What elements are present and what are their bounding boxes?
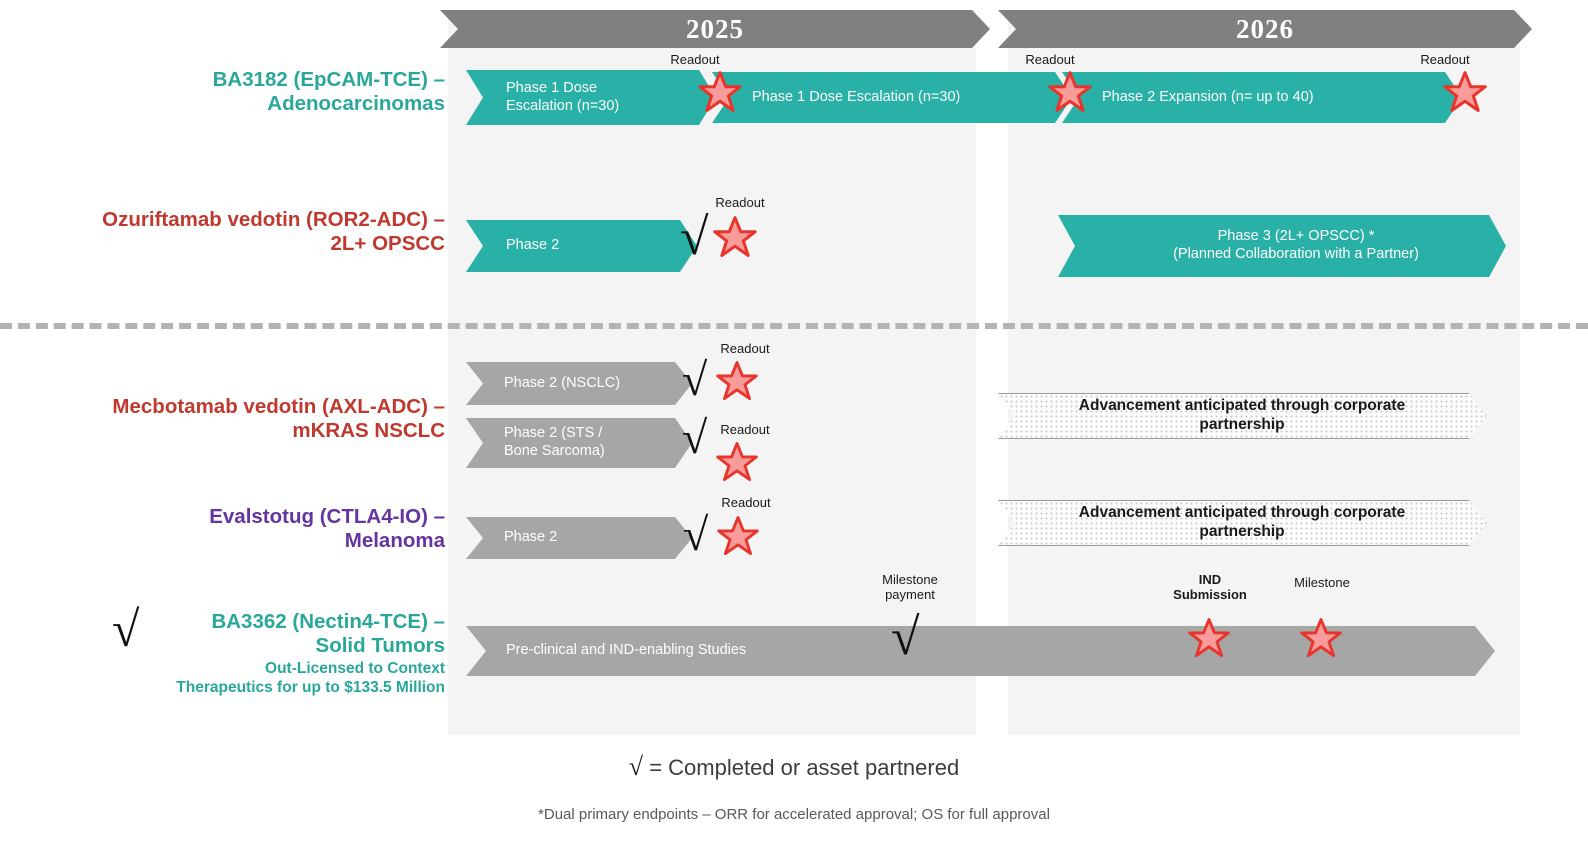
star-icon	[713, 216, 757, 257]
star-mecbotamab-readout-1[interactable]	[716, 360, 758, 402]
bar-text-line2: Escalation (n=30)	[506, 97, 620, 114]
year-label-2025: 2025	[686, 13, 744, 44]
bar-evalstotug-phase2[interactable]: Phase 2	[466, 517, 692, 559]
asset-label-ba3182: BA3182 (EpCAM-TCE) – Adenocarcinomas	[60, 68, 445, 116]
asset-label-ba3362-line1: BA3362 (Nectin4-TCE) –	[211, 610, 445, 633]
footnote: *Dual primary endpoints – ORR for accele…	[538, 806, 1050, 823]
bar-evalstotug-partnership-text: Advancement anticipated through corporat…	[1079, 504, 1405, 542]
star-ba3182-readout-1[interactable]	[698, 70, 742, 114]
asset-label-evalstotug-line2: Melanoma	[344, 529, 445, 553]
bar-evalstotug-phase2-text: Phase 2	[504, 529, 558, 546]
bar-ba3182-phase1a-text: Phase 1 Dose Escalation (n=30)	[466, 80, 619, 115]
caption-evalstotug-readout: Readout	[721, 495, 771, 510]
caption-line2: Submission	[1173, 586, 1247, 602]
asset-label-ba3362-sub2: Therapeutics for up to $133.5 Million	[176, 678, 445, 696]
bar-ba3182-phase1a[interactable]: Phase 1 Dose Escalation (n=30)	[466, 70, 716, 125]
bar-text-line2: partnership	[1199, 416, 1285, 433]
star-ba3362-milestone[interactable]	[1300, 617, 1342, 659]
bar-evalstotug-partnership[interactable]: Advancement anticipated through corporat…	[998, 500, 1486, 546]
bar-text-line1: Phase 2 (STS /	[504, 425, 603, 442]
bar-text-line1: Phase 1 Dose	[506, 79, 598, 96]
asset-label-ba3362: BA3362 (Nectin4-TCE) – Solid Tumors Out-…	[10, 610, 445, 697]
bar-text-line1: Phase 3 (2L+ OPSCC) *	[1217, 228, 1375, 245]
caption-line1: Milestone	[882, 572, 938, 587]
caption-ba3182-readout-3: Readout	[1420, 52, 1470, 67]
asset-label-mecbotamab-line2: mKRAS NSCLC	[292, 419, 445, 443]
bar-ba3182-phase2[interactable]: Phase 2 Expansion (n= up to 40)	[1062, 72, 1462, 123]
star-icon	[716, 361, 758, 401]
caption-ba3182-readout-2: Readout	[1025, 52, 1075, 67]
caption-ba3182-readout-1: Readout	[670, 52, 720, 67]
star-ba3362-ind-submission[interactable]	[1188, 617, 1230, 659]
star-icon	[717, 516, 759, 556]
caption-line1: IND	[1198, 572, 1222, 587]
asset-label-ba3182-line2: Adenocarcinomas	[267, 92, 445, 116]
bar-mecbotamab-sts[interactable]: Phase 2 (STS / Bone Sarcoma)	[466, 418, 692, 468]
bar-text-line2: Bone Sarcoma)	[504, 443, 605, 459]
checkmark-ba3362-milestone-payment: √	[891, 609, 920, 666]
checkmark-mecbotamab-sts: √	[682, 412, 708, 463]
column-panel-2026	[1008, 10, 1520, 735]
asset-label-evalstotug: Evalstotug (CTLA4-IO) – Melanoma	[10, 505, 445, 553]
bar-text-line2: (Planned Collaboration with a Partner)	[1173, 246, 1419, 262]
star-icon	[1443, 71, 1487, 112]
asset-label-ozuriftamab-line1: Ozuriftamab vedotin (ROR2-ADC) –	[102, 208, 445, 231]
checkmark-evalstotug: √	[683, 509, 709, 560]
asset-label-ba3362-line2: Solid Tumors	[315, 634, 445, 658]
bar-mecbotamab-sts-text: Phase 2 (STS / Bone Sarcoma)	[466, 425, 605, 460]
bar-ba3362-preclinical-text: Pre-clinical and IND-enabling Studies	[506, 642, 747, 659]
caption-mecbotamab-readout-1: Readout	[720, 341, 770, 356]
legend: √ = Completed or asset partnered	[0, 752, 1588, 782]
star-evalstotug-readout[interactable]	[717, 515, 759, 557]
star-ba3182-readout-2[interactable]	[1048, 70, 1092, 114]
asset-label-ozuriftamab: Ozuriftamab vedotin (ROR2-ADC) – 2L+ OPS…	[10, 208, 445, 256]
bar-mecbotamab-partnership[interactable]: Advancement anticipated through corporat…	[998, 393, 1486, 439]
star-icon	[1300, 618, 1342, 658]
star-ba3182-readout-3[interactable]	[1443, 70, 1487, 114]
bar-mecbotamab-partnership-text: Advancement anticipated through corporat…	[1079, 397, 1405, 435]
caption-line2: payment	[885, 586, 935, 602]
asset-label-ozuriftamab-line2: 2L+ OPSCC	[330, 232, 446, 256]
star-icon	[1048, 71, 1092, 112]
star-ozuriftamab-readout[interactable]	[713, 215, 757, 259]
section-divider	[0, 323, 1588, 329]
caption-mecbotamab-readout-2: Readout	[720, 422, 770, 437]
star-icon	[1188, 618, 1230, 658]
bar-mecbotamab-nsclc[interactable]: Phase 2 (NSCLC)	[466, 362, 692, 405]
asset-label-ba3362-sub1: Out-Licensed to Context	[265, 660, 445, 678]
checkmark-ba3362-partnered: √	[112, 601, 140, 657]
caption-ozuriftamab-readout: Readout	[715, 195, 765, 210]
star-icon	[698, 71, 742, 112]
asset-label-mecbotamab-line1: Mecbotamab vedotin (AXL-ADC) –	[112, 395, 445, 418]
caption-ba3362-ind-submission: IND Submission	[1155, 572, 1265, 603]
bar-ozuriftamab-phase2-text: Phase 2	[506, 237, 560, 254]
year-label-2026: 2026	[1236, 13, 1294, 44]
bar-ba3182-phase1b-text: Phase 1 Dose Escalation (n=30)	[752, 88, 961, 105]
bar-text-line1: Advancement anticipated through corporat…	[1078, 504, 1406, 522]
legend-text: = Completed or asset partnered	[649, 755, 960, 780]
bar-ba3182-phase1b[interactable]: Phase 1 Dose Escalation (n=30)	[712, 72, 1072, 123]
asset-label-mecbotamab: Mecbotamab vedotin (AXL-ADC) – mKRAS NSC…	[10, 395, 445, 443]
bar-text-line1: Advancement anticipated through corporat…	[1078, 397, 1406, 415]
checkmark-mecbotamab-nsclc: √	[682, 354, 708, 405]
legend-tick-icon: √	[628, 752, 644, 781]
asset-label-evalstotug-line1: Evalstotug (CTLA4-IO) –	[209, 505, 445, 528]
star-icon	[716, 442, 758, 482]
year-header-2026: 2026	[998, 10, 1532, 48]
caption-ba3362-milestone-payment: Milestone payment	[860, 572, 960, 603]
caption-ba3362-milestone: Milestone	[1294, 575, 1350, 590]
bar-mecbotamab-nsclc-text: Phase 2 (NSCLC)	[504, 374, 621, 391]
year-header-2025: 2025	[440, 10, 990, 48]
bar-ba3182-phase2-text: Phase 2 Expansion (n= up to 40)	[1102, 88, 1314, 105]
asset-label-ba3182-line1: BA3182 (EpCAM-TCE) –	[212, 68, 445, 91]
bar-ozuriftamab-phase3-text: Phase 3 (2L+ OPSCC) * (Planned Collabora…	[1058, 228, 1506, 263]
star-mecbotamab-readout-2[interactable]	[716, 441, 758, 483]
bar-ozuriftamab-phase2[interactable]: Phase 2	[466, 220, 697, 272]
checkmark-ozuriftamab: √	[680, 209, 709, 266]
bar-ozuriftamab-phase3[interactable]: Phase 3 (2L+ OPSCC) * (Planned Collabora…	[1058, 215, 1506, 277]
bar-text-line2: partnership	[1199, 523, 1285, 540]
